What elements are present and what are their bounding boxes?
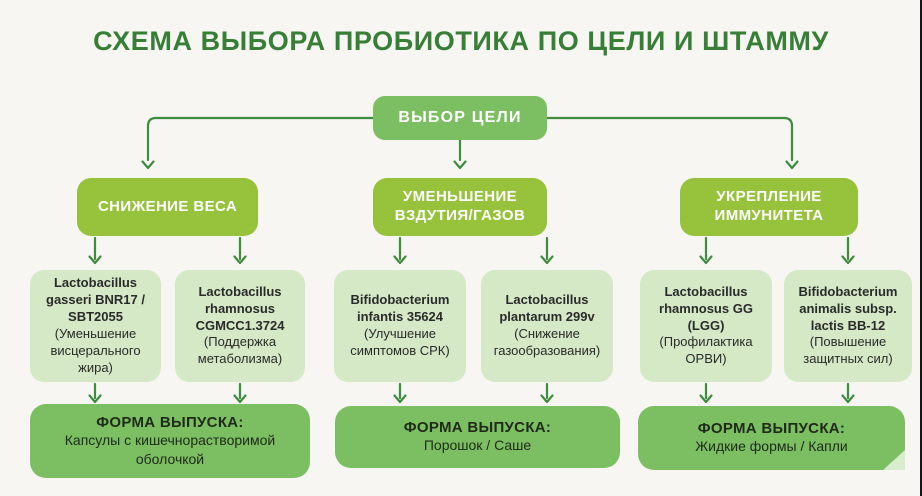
form-value: Капсулы с кишечнорастворимой оболочкой — [64, 432, 276, 467]
form-heading: ФОРМА ВЫПУСКА: — [403, 419, 552, 437]
strain-benefit: (Поддержка метаболизма) — [197, 334, 283, 367]
node-form-powder: ФОРМА ВЫПУСКА: Порошок / Саше — [335, 406, 620, 468]
strain-name: Lactobacillus rhamnosus GG (LGG) — [659, 283, 753, 333]
strain-name: Bifidobacterium infantis 35624 — [350, 292, 450, 325]
node-goal-immunity: УКРЕПЛЕНИЕ ИММУНИТЕТА — [680, 178, 858, 236]
strain-name: Bifidobacterium animalis subsp. lactis B… — [798, 283, 898, 333]
page-title: СХЕМА ВЫБОРА ПРОБИОТИКА ПО ЦЕЛИ И ШТАММУ — [93, 26, 829, 56]
strain-name: Lactobacillus gasseri BNR17 / SBT2055 — [46, 275, 145, 325]
form-heading: ФОРМА ВЫПУСКА: — [697, 420, 846, 438]
form-value: Порошок / Саше — [423, 437, 532, 454]
node-form-liquid: ФОРМА ВЫПУСКА: Жидкие формы / Капли — [638, 406, 905, 470]
node-form-capsules: ФОРМА ВЫПУСКА: Капсулы с кишечнораствори… — [30, 404, 310, 478]
strain-benefit: (Уменьшение висцерального жира) — [50, 326, 141, 375]
strain-name: Lactobacillus plantarum 299v — [499, 292, 595, 325]
node-strain-infantis: Bifidobacterium infantis 35624 (Улучшени… — [334, 270, 466, 382]
node-strain-rhamnosus-gg: Lactobacillus rhamnosus GG (LGG) (Профил… — [640, 270, 772, 382]
screen-edge-line — [920, 0, 922, 496]
strain-benefit: (Снижение газообразования) — [493, 326, 601, 358]
strain-benefit: (Профилактика ОРВИ) — [659, 334, 753, 367]
node-strain-gasseri: Lactobacillus gasseri BNR17 / SBT2055 (У… — [30, 270, 161, 382]
form-value: Жидкие формы / Капли — [695, 438, 848, 455]
strain-name: Lactobacillus rhamnosus CGMCC1.3724 — [195, 283, 285, 333]
strain-benefit: (Повышение защитных сил) — [803, 334, 893, 367]
form-heading: ФОРМА ВЫПУСКА: — [96, 414, 244, 432]
node-strain-plantarum: Lactobacillus plantarum 299v (Снижение г… — [481, 270, 613, 382]
node-strain-rhamnosus-cgmcc: Lactobacillus rhamnosus CGMCC1.3724 (Под… — [175, 270, 305, 382]
node-goal-bloating-reduction: УМЕНЬШЕНИЕ ВЗДУТИЯ/ГАЗОВ — [373, 178, 547, 236]
node-goal-selection: ВЫБОР ЦЕЛИ — [373, 96, 547, 140]
node-strain-bb12: Bifidobacterium animalis subsp. lactis B… — [784, 270, 912, 382]
strain-benefit: (Улучшение симптомов СРК) — [350, 326, 450, 358]
node-goal-weight-loss: СНИЖЕНИЕ ВЕСА — [77, 178, 258, 236]
